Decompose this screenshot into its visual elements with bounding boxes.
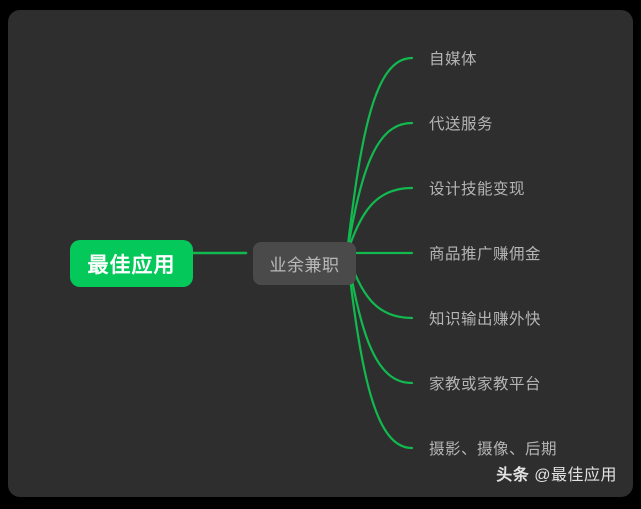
leaf-node[interactable]: 自媒体 bbox=[429, 51, 478, 68]
leaf-node[interactable]: 摄影、摄像、后期 bbox=[429, 441, 558, 458]
leaf-node[interactable]: 家教或家教平台 bbox=[429, 376, 542, 393]
connector-branch-to-leaf bbox=[345, 56, 414, 255]
branch-node-label: 业余兼职 bbox=[269, 256, 340, 275]
watermark: 头条 @最佳应用 bbox=[496, 461, 617, 485]
connector-branch-to-leaf bbox=[345, 251, 414, 320]
branch-node[interactable]: 业余兼职 bbox=[253, 242, 356, 285]
leaf-node[interactable]: 设计技能变现 bbox=[429, 181, 526, 198]
connector-branch-to-leaf bbox=[345, 186, 414, 255]
connector-branch-to-leaf bbox=[345, 121, 414, 255]
watermark-brand: 头条 bbox=[496, 467, 530, 484]
root-node-label: 最佳应用 bbox=[87, 253, 176, 277]
connector-branch-to-leaf bbox=[345, 251, 414, 450]
watermark-handle: @最佳应用 bbox=[534, 467, 617, 484]
leaf-node[interactable]: 代送服务 bbox=[429, 116, 494, 133]
leaf-node[interactable]: 知识输出赚外快 bbox=[429, 311, 542, 328]
connector-branch-to-leaf bbox=[345, 251, 414, 385]
mindmap-canvas[interactable]: 最佳应用 业余兼职 自媒体代送服务设计技能变现商品推广赚佣金知识输出赚外快家教或… bbox=[8, 10, 633, 497]
leaf-node[interactable]: 商品推广赚佣金 bbox=[429, 246, 542, 263]
root-node[interactable]: 最佳应用 bbox=[70, 240, 193, 287]
